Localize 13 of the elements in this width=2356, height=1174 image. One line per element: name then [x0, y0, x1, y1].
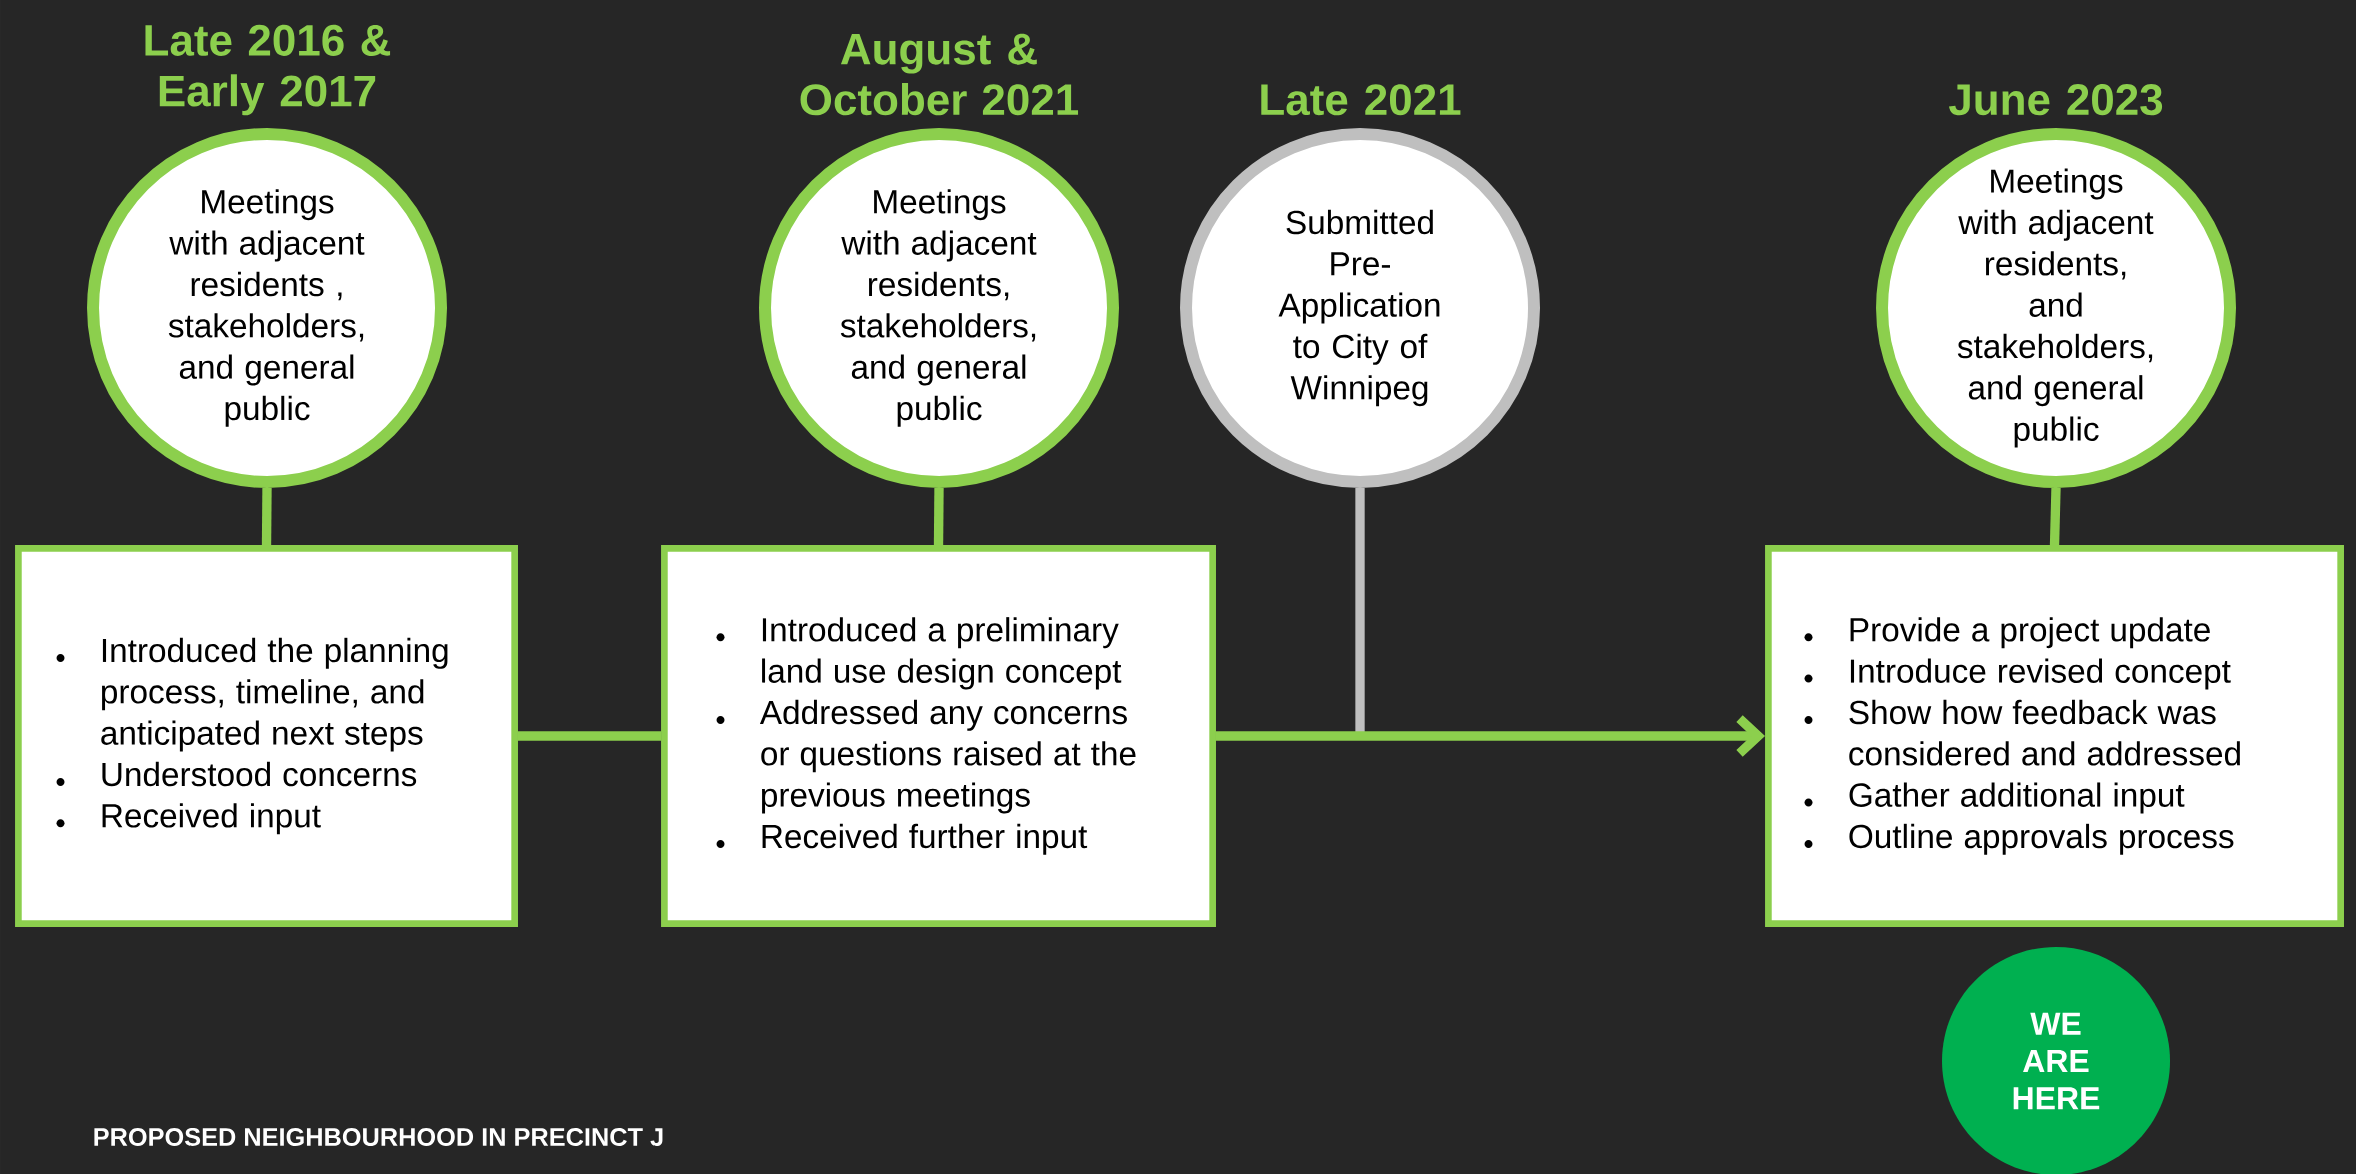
- date-heading: August & October 2021: [800, 33, 1079, 116]
- bullet-box: Introduced the planning process, timeline, and anticipated next steps Understood concerns Received input: [15, 545, 518, 927]
- arrow: [1216, 715, 1766, 757]
- date-heading: Late 2016 & Early 2017: [145, 24, 391, 116]
- connector: [261, 487, 272, 546]
- date-heading: Late 2021: [1261, 84, 1461, 116]
- connector: [933, 487, 944, 546]
- bullet-box: Introduced a preliminary land use design concept Addressed any concerns or questions raised at the previous meetings Received further input: [661, 545, 1216, 927]
- footer-label: PROPOSED NEIGHBOURHOOD IN PRECINCT J: [94, 1128, 663, 1146]
- bullet-box: Provide a project update Introduce revised concept Show how feedback was considered and addressed Gather additional input Outline approvals process: [1765, 545, 2344, 927]
- date-heading: June 2023: [1948, 84, 2163, 116]
- connector: [1355, 488, 1365, 733]
- connector: [2049, 487, 2061, 546]
